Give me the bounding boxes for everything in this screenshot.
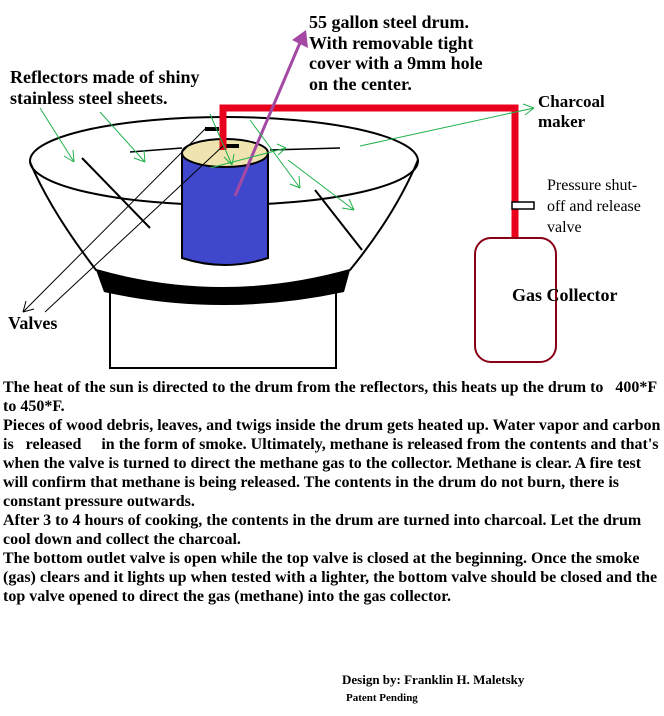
drum-label: 55 gallon steel drum. With removable tig… (309, 12, 483, 95)
lower-valve (223, 144, 239, 148)
pressure-valve (511, 201, 535, 210)
dish-base-band (96, 270, 350, 305)
description-text: The heat of the sun is directed to the d… (3, 378, 663, 606)
drum-pointer-arrow (233, 37, 304, 197)
designer-credit: Design by: Franklin H. Maletsky (342, 672, 525, 687)
gas-collector-tank (474, 237, 557, 363)
valve-pointer-line (44, 145, 224, 313)
reflector-divider (269, 147, 341, 151)
drum-pointer-arrowhead (292, 30, 308, 48)
description-paragraph: The heat of the sun is directed to the d… (3, 379, 661, 415)
reflector-divider (314, 189, 363, 251)
reflected-rays (39, 103, 535, 211)
description-paragraph: Pieces of wood debris, leaves, and twigs… (3, 417, 664, 510)
reflector-divider (81, 157, 151, 229)
top-valve (205, 127, 219, 131)
gas-collector-label: Gas Collector (512, 285, 618, 305)
valve-pointer-arrowhead (22, 300, 35, 313)
pressure-valve-label: Pressure shut- off and release valve (547, 177, 641, 236)
description-paragraph: The bottom outlet valve is open while th… (3, 550, 662, 605)
drum-body (181, 152, 269, 266)
reflectors-label: Reflectors made of shiny stainless steel… (10, 67, 200, 108)
description-paragraph: After 3 to 4 hours of cooking, the conte… (3, 512, 646, 548)
patent-note: Patent Pending (346, 692, 418, 704)
reflector-divider (129, 147, 183, 153)
valves-label: Valves (8, 313, 58, 333)
valve-pointer-line (22, 127, 207, 313)
gas-pipe (219, 104, 519, 240)
diagram-drawing (22, 30, 557, 369)
charcoal-maker-label: Charcoal maker (538, 92, 605, 131)
